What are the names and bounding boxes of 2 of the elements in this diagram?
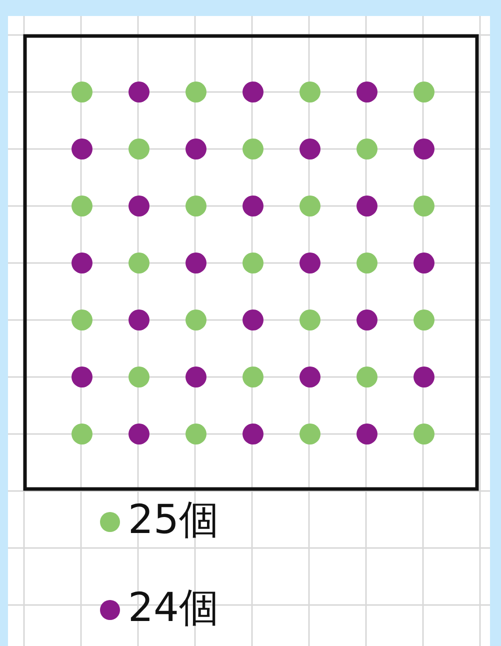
legend-label: 24個 (128, 585, 219, 631)
legend-label: 25個 (128, 497, 219, 543)
